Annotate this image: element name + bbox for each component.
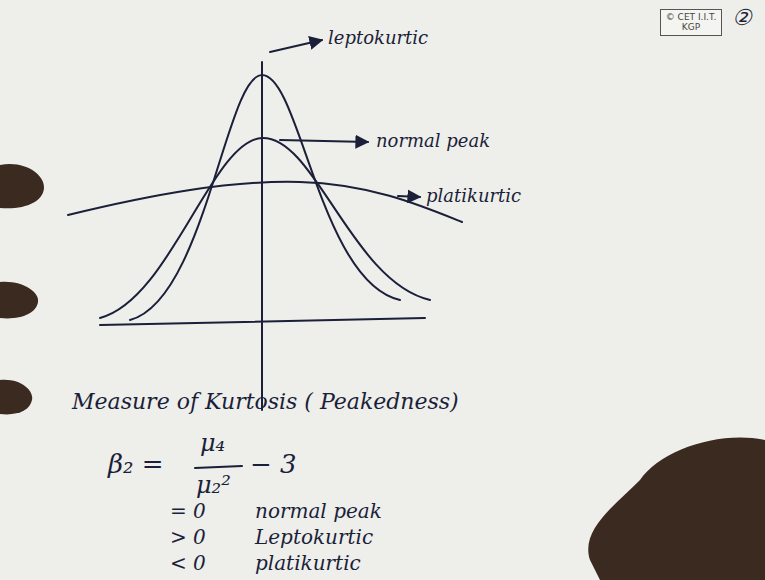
section-heading: Measure of Kurtosis ( Peakedness) bbox=[72, 390, 459, 414]
condition: = 0 bbox=[170, 500, 206, 522]
condition: > 0 bbox=[170, 526, 206, 548]
condition-label: Leptokurtic bbox=[255, 526, 373, 548]
condition: < 0 bbox=[170, 552, 206, 574]
formula-part: μ₂² bbox=[196, 472, 231, 498]
curves bbox=[68, 40, 462, 468]
logo-box: © CET I.I.T. KGP bbox=[660, 9, 722, 36]
curve-label: normal peak bbox=[376, 131, 490, 151]
logo-text: © CET I.I.T. KGP bbox=[665, 12, 717, 33]
formula-part: μ₄ bbox=[200, 430, 225, 456]
condition-label: platikurtic bbox=[255, 552, 361, 574]
leader-arrow bbox=[398, 196, 420, 197]
hands bbox=[0, 164, 765, 580]
leader-arrow bbox=[270, 40, 322, 52]
platykurtic-curve bbox=[68, 182, 462, 222]
y-axis bbox=[261, 62, 263, 410]
curve-label: leptokurtic bbox=[328, 28, 428, 48]
fraction-bar bbox=[195, 466, 242, 468]
formula-part: − 3 bbox=[250, 450, 297, 479]
formula-part: β₂ = bbox=[108, 450, 164, 479]
curve-label: platikurtic bbox=[426, 186, 521, 206]
leader-arrow bbox=[280, 140, 368, 142]
leptokurtic-curve bbox=[130, 75, 400, 320]
page-number: ② bbox=[732, 6, 752, 30]
condition-label: normal peak bbox=[255, 500, 382, 522]
